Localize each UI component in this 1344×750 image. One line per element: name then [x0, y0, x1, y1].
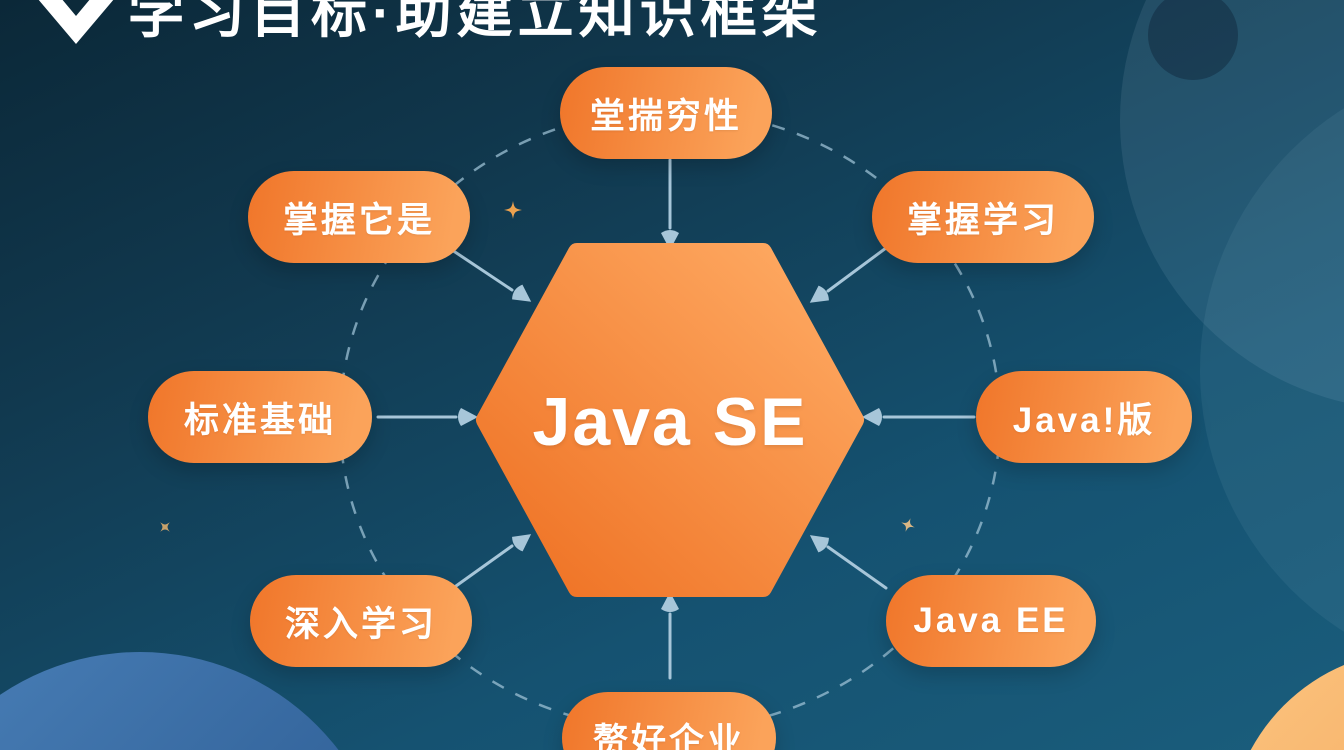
node-top-left: 掌握它是 — [248, 171, 470, 263]
sparkle-icon — [898, 515, 918, 535]
node-left: 标准基础 — [148, 371, 372, 463]
chevron-v-logo-icon — [38, 0, 114, 44]
page-title: 学习目标·助建立知识框架 — [128, 0, 823, 44]
connector-top-left — [450, 248, 514, 292]
connector-lines — [376, 158, 976, 680]
arrowhead-icon — [509, 282, 537, 310]
arrowhead-icon — [509, 526, 537, 554]
node-bottom: 赘好企业 — [562, 692, 776, 750]
node-top-right: 掌握学习 — [872, 171, 1094, 263]
arrowhead-icon — [804, 283, 832, 311]
node-top: 堂揣穷性 — [560, 67, 772, 159]
sparkle-icon — [504, 201, 522, 219]
connector-top-right — [826, 246, 888, 293]
node-bottom-left: 深入学习 — [250, 575, 472, 667]
connector-bottom-left — [454, 544, 514, 588]
hexagon-shape — [476, 243, 864, 597]
node-bottom-right: Java EE — [886, 575, 1096, 667]
connector-bottom-right — [826, 545, 888, 590]
arrowhead-icon — [804, 527, 832, 555]
background-dark-circle — [1148, 0, 1238, 80]
sparkle-icon — [155, 517, 175, 537]
node-right: Java!版 — [976, 371, 1192, 463]
center-node-label: Java SE — [532, 384, 808, 460]
